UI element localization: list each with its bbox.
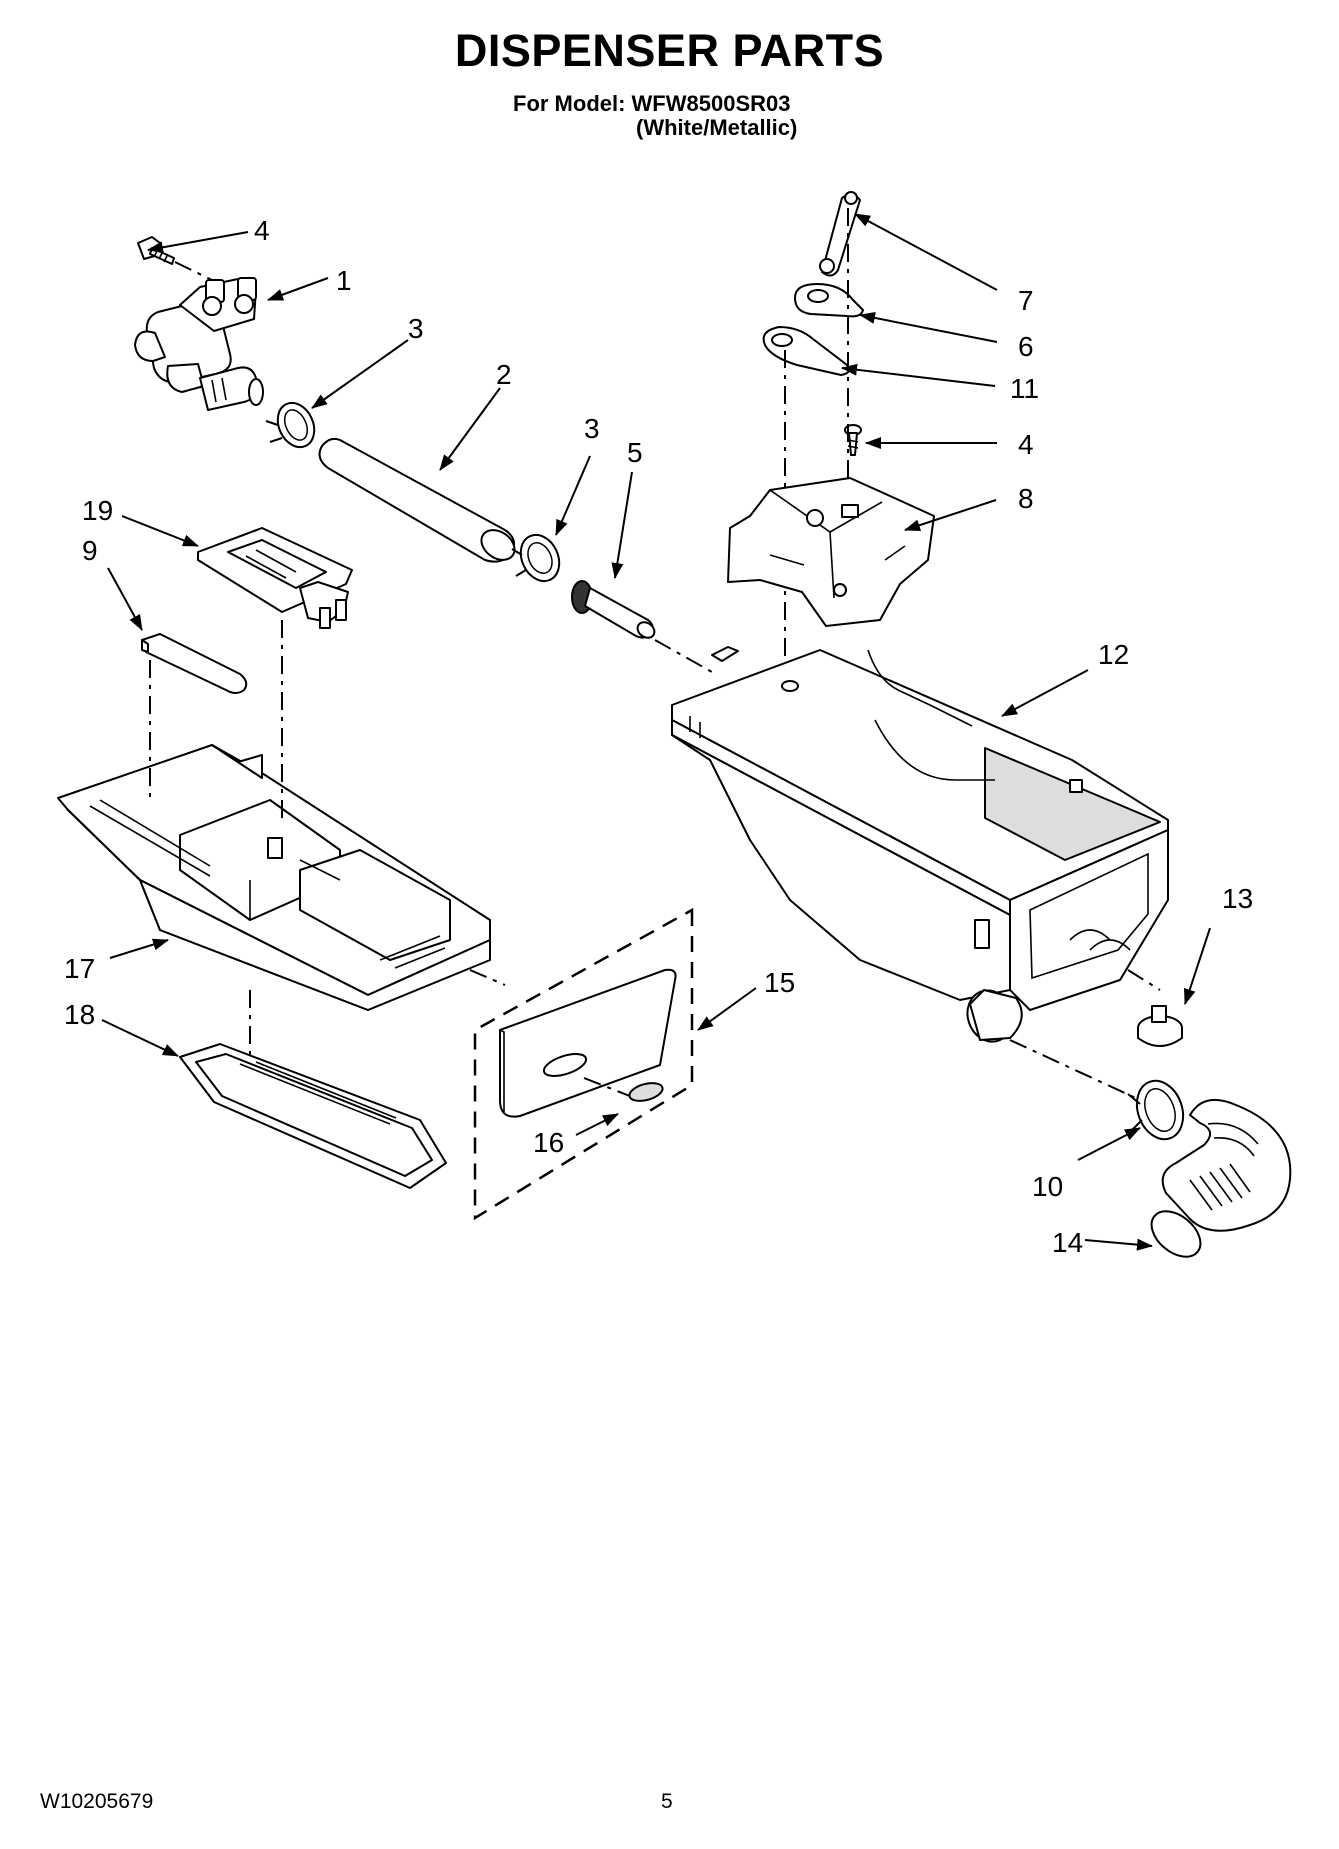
callout-4-top: 4: [254, 215, 270, 246]
callout-3-left: 3: [408, 313, 424, 344]
callout-11: 11: [1010, 373, 1039, 404]
actuator-part-8: [727, 477, 935, 627]
callout-19: 19: [82, 495, 113, 526]
callout-15: 15: [764, 967, 795, 998]
dispenser-housing-part-12: [671, 646, 1169, 1043]
hose-clamp-part-10: [1127, 1079, 1185, 1141]
callout-6: 6: [1018, 331, 1034, 362]
callout-4-right: 4: [1018, 429, 1034, 460]
page-title: DISPENSER PARTS: [454, 25, 885, 76]
callout-16: 16: [533, 1127, 564, 1158]
variant-line: (White/Metallic): [636, 115, 798, 140]
handle-part-15: [499, 968, 677, 1118]
callout-10: 10: [1032, 1171, 1063, 1202]
callout-labels: 4 1 3 2 3 5 7 6 11 4 8 12 13 10 14 15 16…: [64, 215, 1253, 1258]
gasket-part-11: [762, 326, 850, 376]
callout-9: 9: [82, 535, 98, 566]
hose-part-2: [318, 437, 516, 563]
bellows-hose-part-14: [1150, 1098, 1292, 1258]
leader-lines: [101, 213, 1211, 1251]
badge-part-16: [628, 1082, 664, 1102]
callout-2: 2: [496, 359, 512, 390]
page-number: 5: [661, 1790, 673, 1813]
callout-1: 1: [336, 265, 352, 296]
bracket-part-6: [794, 283, 864, 318]
valve-part-13: [1137, 1005, 1183, 1047]
callout-14: 14: [1052, 1227, 1083, 1258]
document-number: W10205679: [40, 1790, 154, 1813]
callout-13: 13: [1222, 883, 1253, 914]
dashline-screw-to-valve: [174, 261, 213, 281]
callout-8: 8: [1018, 483, 1034, 514]
water-valve-part-1: [134, 277, 264, 411]
callout-17: 17: [64, 953, 95, 984]
nozzle-part-5: [571, 580, 656, 639]
callout-18: 18: [64, 999, 95, 1030]
model-line: For Model: WFW8500SR03: [513, 91, 791, 116]
dashline-outlet-to-clamp: [1009, 1039, 1141, 1101]
dashline-drawer-to-handle: [469, 969, 506, 986]
callout-12: 12: [1098, 639, 1129, 670]
dashline-housing-to-valve: [1127, 969, 1161, 991]
link-arm-part-7: [819, 191, 861, 277]
callout-3-middle: 3: [584, 413, 600, 444]
screw-part-4a: [137, 236, 175, 265]
callout-7: 7: [1018, 285, 1034, 316]
tray-part-18: [179, 1043, 447, 1189]
cup-part-19: [197, 527, 353, 629]
siphon-part-9: [141, 633, 248, 694]
hose-clamp-part-3b: [511, 533, 561, 583]
dashline-nozzle-to-housing: [654, 639, 713, 673]
hose-clamp-part-3a: [265, 401, 316, 449]
handle-group-box: [473, 907, 694, 1221]
callout-5: 5: [627, 437, 643, 468]
drawer-part-17: [57, 744, 491, 1011]
